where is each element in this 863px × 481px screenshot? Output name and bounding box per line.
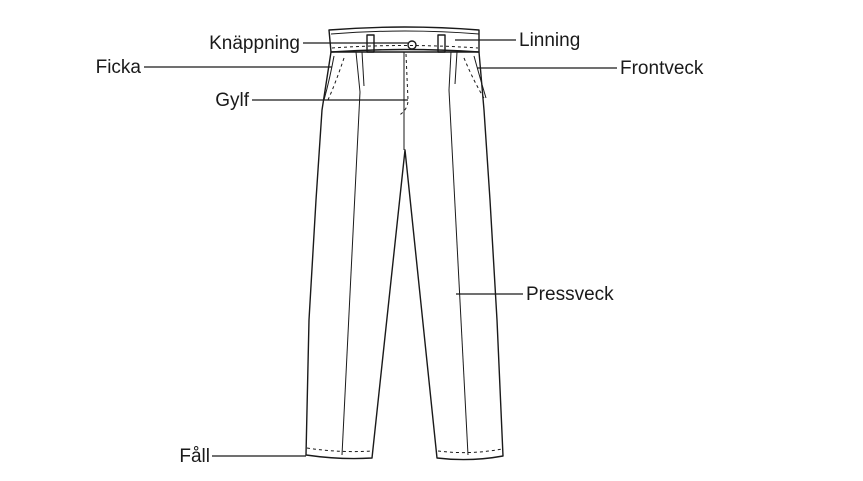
fly (397, 52, 409, 150)
press-creases (341, 89, 469, 456)
label-knappning: Knäppning (209, 33, 300, 54)
pockets (323, 55, 487, 101)
label-gylf: Gylf (215, 90, 250, 111)
hem (306, 447, 503, 454)
label-fall: Fåll (179, 446, 210, 467)
front-pleats (355, 51, 458, 93)
label-frontveck: Frontveck (620, 58, 704, 79)
label-linning: Linning (519, 30, 580, 51)
trousers-outline (305, 51, 504, 461)
button-icon (407, 40, 417, 50)
label-pressveck: Pressveck (526, 284, 614, 305)
leader-lines (144, 39, 617, 457)
label-ficka: Ficka (96, 57, 142, 78)
